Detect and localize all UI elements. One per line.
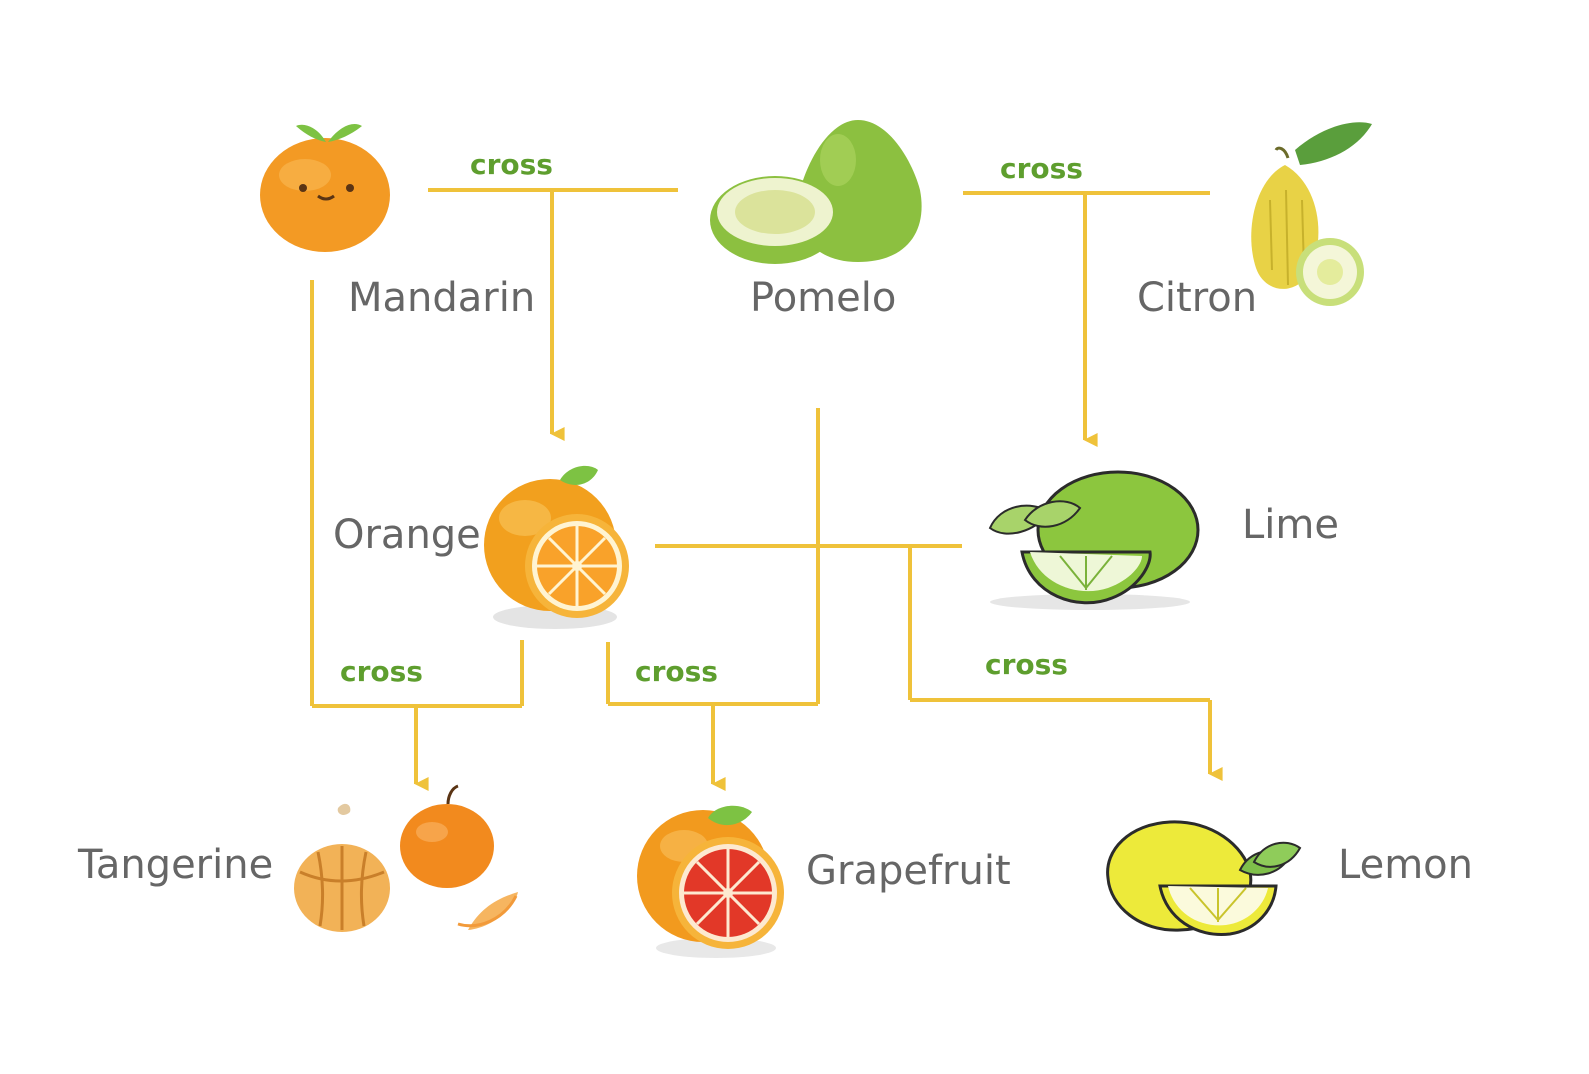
cross-label-grapefruit: cross <box>635 655 718 688</box>
lime-illustration <box>988 470 1200 610</box>
lemon-illustration <box>1106 820 1302 937</box>
cross-label-pomelo-citron: cross <box>1000 152 1083 185</box>
cross-label-tangerine: cross <box>340 655 423 688</box>
fruit-label-lemon: Lemon <box>1338 842 1473 888</box>
fruit-label-tangerine: Tangerine <box>78 842 274 888</box>
pomelo-illustration <box>710 120 922 264</box>
fruit-label-orange: Orange <box>333 512 481 558</box>
citron-illustration <box>1251 122 1372 306</box>
cross-label-mandarin-pomelo: cross <box>470 148 553 181</box>
orange-illustration <box>484 465 629 629</box>
connector-lines <box>310 188 1223 791</box>
fruit-label-mandarin: Mandarin <box>348 275 536 321</box>
tangerine-illustration <box>294 784 518 932</box>
cross-label-lemon: cross <box>985 648 1068 681</box>
fruit-label-grapefruit: Grapefruit <box>806 848 1011 894</box>
grapefruit-illustration <box>637 805 784 958</box>
fruit-label-citron: Citron <box>1137 275 1258 321</box>
fruit-label-pomelo: Pomelo <box>750 275 897 321</box>
fruit-label-lime: Lime <box>1242 502 1339 548</box>
mandarin-illustration <box>260 123 390 252</box>
